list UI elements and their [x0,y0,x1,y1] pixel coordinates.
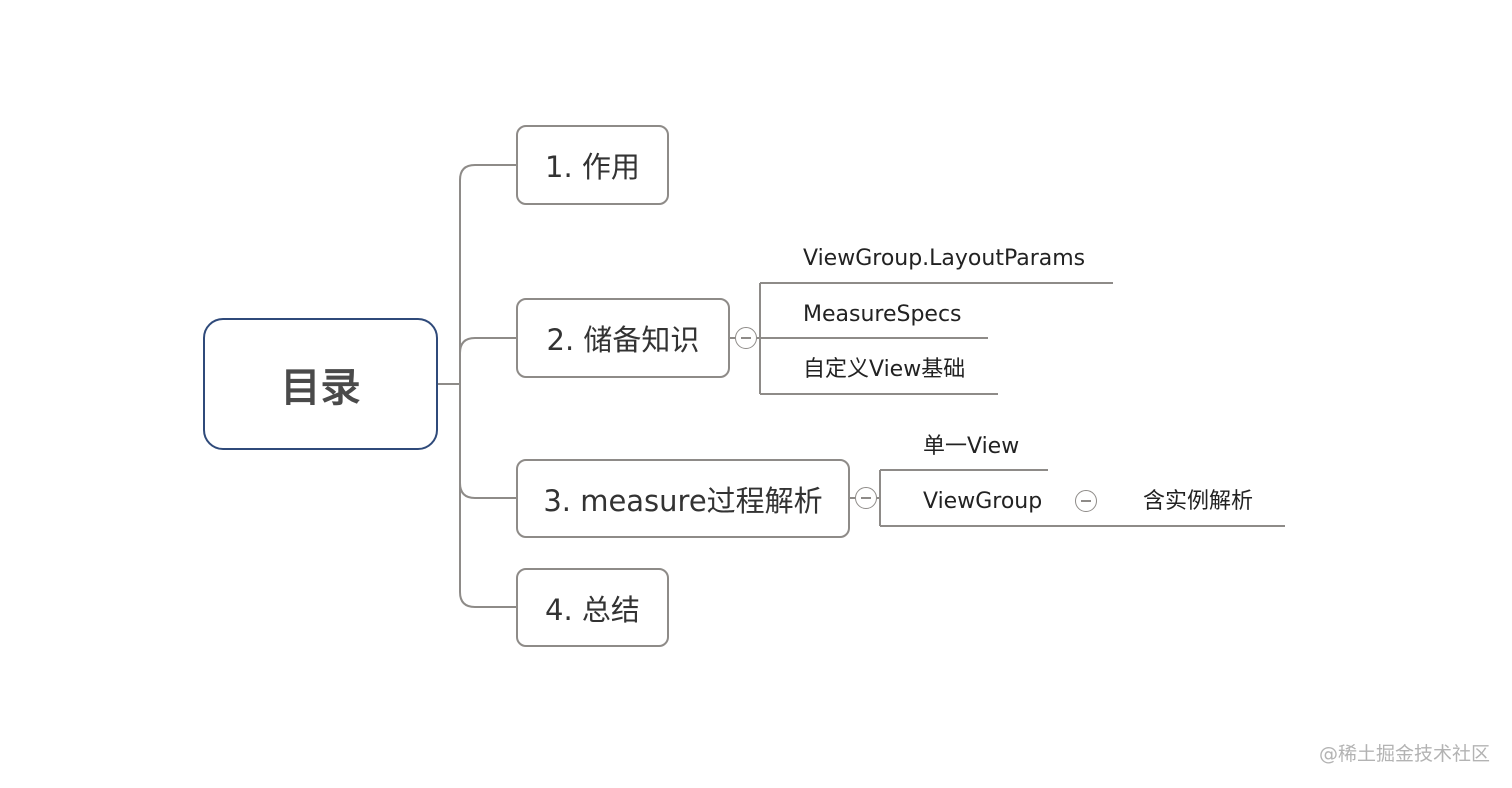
subtopic-layoutparams[interactable]: ViewGroup.LayoutParams [803,246,1086,271]
subtopic-custom-view-basics[interactable]: 自定义View基础 [803,357,966,382]
topic-node-measure-process[interactable]: 3. measure过程解析 [516,459,850,538]
collapse-toggle-prerequisites[interactable] [735,327,757,349]
subtopic-single-view[interactable]: 单一View [923,434,1020,459]
connector-topic-2 [459,337,517,384]
subtopic-example-analysis[interactable]: 含实例解析 [1143,489,1254,514]
connector-t3-bracket [877,470,881,526]
root-node-label: 目录 [280,365,361,411]
subtopic-viewgroup[interactable]: ViewGroup [923,489,1043,514]
topic-label: 2. 储备知识 [546,323,700,357]
topic-label: 3. measure过程解析 [543,483,823,518]
connector-topic-4 [459,384,517,608]
subtopic-measurespecs[interactable]: MeasureSpecs [803,302,962,327]
root-node[interactable]: 目录 [203,318,438,450]
collapse-toggle-measure-process[interactable] [855,487,877,509]
topic-node-purpose[interactable]: 1. 作用 [516,125,669,205]
connector-t2-bracket [757,283,761,394]
collapse-toggle-viewgroup[interactable] [1075,490,1097,512]
connector-topic-3 [459,384,517,499]
watermark: @稀土掘金技术社区 [1318,743,1490,765]
connector-topic-1 [459,164,517,384]
topic-label: 4. 总结 [545,592,640,627]
topic-label: 1. 作用 [545,150,640,184]
topic-node-prerequisites[interactable]: 2. 储备知识 [516,298,730,378]
topic-node-summary[interactable]: 4. 总结 [516,568,669,647]
